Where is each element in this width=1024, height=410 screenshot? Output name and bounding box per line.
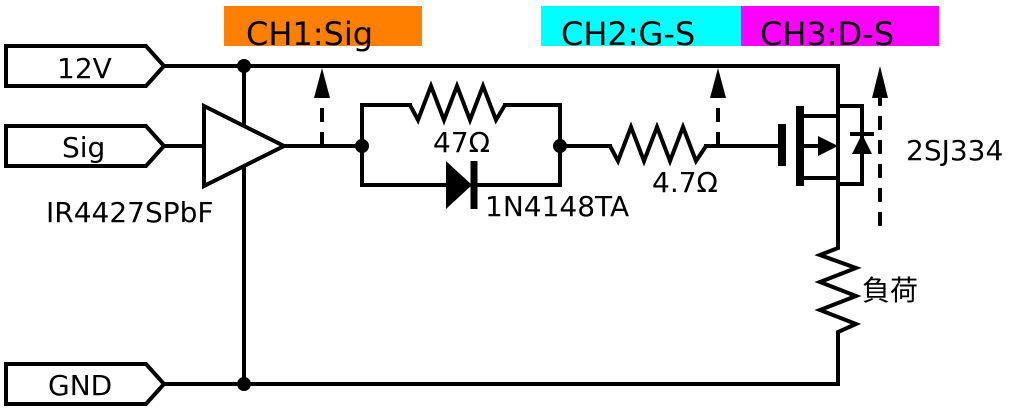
ch2-probe-arrow-icon xyxy=(710,68,726,98)
channel-1-background xyxy=(224,6,422,46)
load-label: 負荷 xyxy=(862,274,918,307)
channel-1-label: CH1:Sig xyxy=(224,6,422,53)
channel-2-background xyxy=(541,6,741,46)
port-sig: Sig xyxy=(4,124,167,168)
port-sig-label: Sig xyxy=(62,131,105,164)
resistor-47-label: 47Ω xyxy=(433,126,490,159)
port-gnd: GND xyxy=(4,362,167,406)
resistor-4r7-label: 4.7Ω xyxy=(652,166,718,199)
gnd-rail xyxy=(162,338,840,386)
channel-2-text: CH2:G-S xyxy=(561,15,695,53)
mosfet-symbol xyxy=(778,64,874,242)
parallel-bottom-wire xyxy=(360,144,448,187)
diode-symbol xyxy=(446,161,472,209)
driver-label: IR4427SPbF xyxy=(46,196,214,229)
parallel-top-wire xyxy=(360,103,412,148)
driver-buffer-symbol xyxy=(202,102,289,190)
channel-1-text: CH1:Sig xyxy=(246,15,373,53)
port-12v-label: 12V xyxy=(57,52,112,85)
channel-3-label: CH3:D-S xyxy=(741,6,939,53)
channel-2-label: CH2:G-S xyxy=(541,6,741,53)
mosfet-label: 2SJ334 xyxy=(906,134,1003,167)
diode-label: 1N4148TA xyxy=(485,190,629,223)
port-gnd-label: GND xyxy=(48,369,112,402)
ch3-probe-arrow-icon xyxy=(872,66,888,98)
junction-dot xyxy=(237,59,251,73)
load-resistor-symbol xyxy=(814,240,862,340)
junction-dot xyxy=(237,377,251,391)
channel-3-text: CH3:D-S xyxy=(760,15,894,53)
channel-3-background xyxy=(741,6,939,46)
resistor-4r7-symbol xyxy=(608,121,708,167)
port-12v: 12V xyxy=(4,44,167,88)
resistor-47-symbol xyxy=(408,80,507,126)
vcc-rail xyxy=(162,64,840,110)
parallel-bottom-wire-right xyxy=(472,144,562,187)
ch1-probe-arrow-icon xyxy=(314,68,330,98)
parallel-top-wire-right xyxy=(503,103,562,148)
